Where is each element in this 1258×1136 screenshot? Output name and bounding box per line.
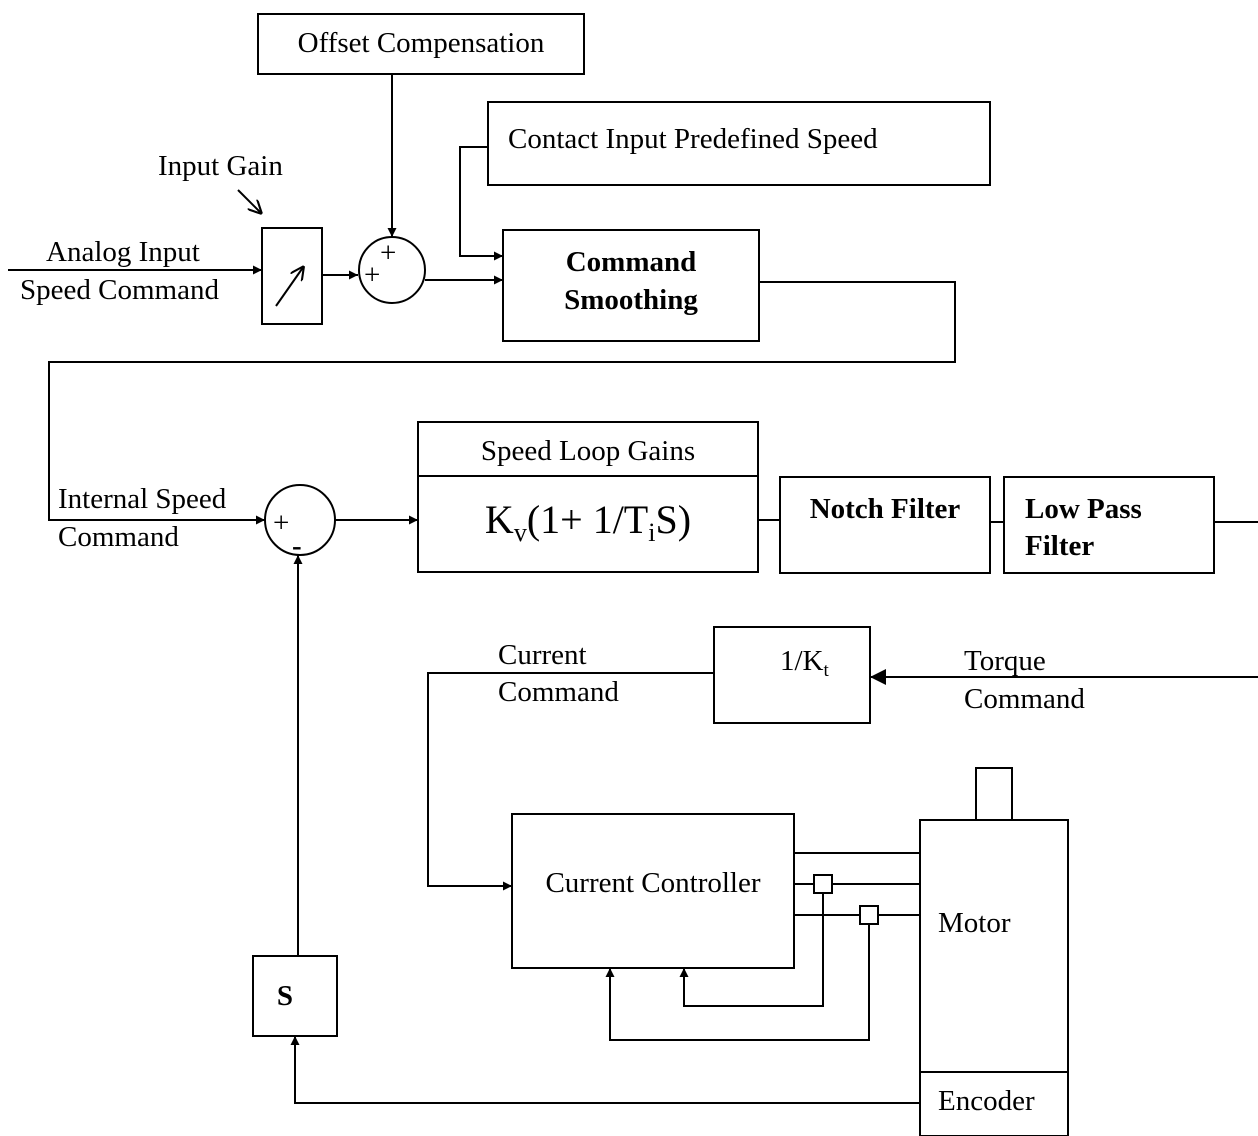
summer2-plus: + — [273, 507, 289, 539]
speed-loop-formula: Kv(1+ 1/TiS) — [485, 497, 691, 547]
inverse-torque-constant-block: 1/Kt — [713, 626, 871, 724]
command-smoothing-label-line1: Command — [566, 246, 697, 278]
internal-speed-label-line2: Command — [58, 521, 179, 553]
analog-input-label-line2: Speed Command — [20, 274, 219, 306]
offset-compensation-block: Offset Compensation — [257, 13, 585, 75]
torque-command-label-line2: Command — [964, 683, 1085, 715]
input-gain-block — [261, 227, 323, 325]
differentiator-label: S — [277, 980, 293, 1012]
input-gain-label: Input Gain — [158, 150, 283, 182]
variable-gain-arrow-icon — [275, 266, 304, 307]
current-command-arrow — [427, 672, 714, 891]
input-summing-junction: + + — [358, 236, 426, 304]
encoder-feedback-arrow — [290, 1036, 920, 1104]
notch-filter-label: Notch Filter — [810, 493, 961, 525]
input-gain-pointer-icon — [237, 189, 262, 214]
summer1-plus-top: + — [380, 237, 396, 269]
motor-label: Motor — [938, 907, 1011, 939]
current-feedback-2-arrow — [605, 924, 870, 1041]
current-controller-label: Current Controller — [545, 867, 760, 899]
low-pass-label-line1: Low Pass — [1025, 493, 1142, 525]
internal-speed-command-line — [48, 281, 956, 525]
differentiator-block: S — [252, 955, 338, 1037]
low-pass-label-line2: Filter — [1025, 530, 1094, 562]
notch-filter-block: Notch Filter — [779, 476, 991, 574]
summer2-minus: - — [292, 530, 302, 562]
offset-compensation-label: Offset Compensation — [298, 27, 545, 59]
current-feedback-1-arrow — [679, 893, 824, 1007]
motor-block: Motor Encoder — [919, 767, 1069, 1136]
inverse-kt-label: 1/Kt — [780, 645, 830, 681]
speed-loop-gains-block: Speed Loop Gains Kv(1+ 1/TiS) — [417, 421, 759, 573]
analog-input-label-line1: Analog Input — [46, 236, 200, 268]
current-sensor-2-icon — [859, 905, 879, 925]
speed-loop-gains-label: Speed Loop Gains — [481, 435, 695, 467]
command-smoothing-label-line2: Smoothing — [564, 284, 698, 316]
current-sensor-1-icon — [813, 874, 833, 894]
command-smoothing-block: Command Smoothing — [502, 229, 760, 342]
contact-input-to-smoothing-arrow — [459, 146, 503, 261]
encoder-label: Encoder — [938, 1085, 1035, 1117]
current-controller-block: Current Controller — [511, 813, 795, 969]
low-pass-filter-block: Low Pass Filter — [1003, 476, 1215, 574]
contact-input-label: Contact Input Predefined Speed — [508, 123, 878, 155]
internal-speed-label-line1: Internal Speed — [58, 483, 227, 515]
current-command-label-line2: Command — [498, 676, 619, 708]
torque-command-label-line1: Torque — [964, 645, 1046, 677]
speed-error-summing-junction: + - — [264, 484, 336, 562]
motor-shaft-icon — [975, 767, 1013, 821]
summer1-plus-left: + — [364, 259, 380, 291]
current-command-label-line1: Current — [498, 639, 587, 671]
contact-input-block: Contact Input Predefined Speed — [487, 101, 991, 186]
